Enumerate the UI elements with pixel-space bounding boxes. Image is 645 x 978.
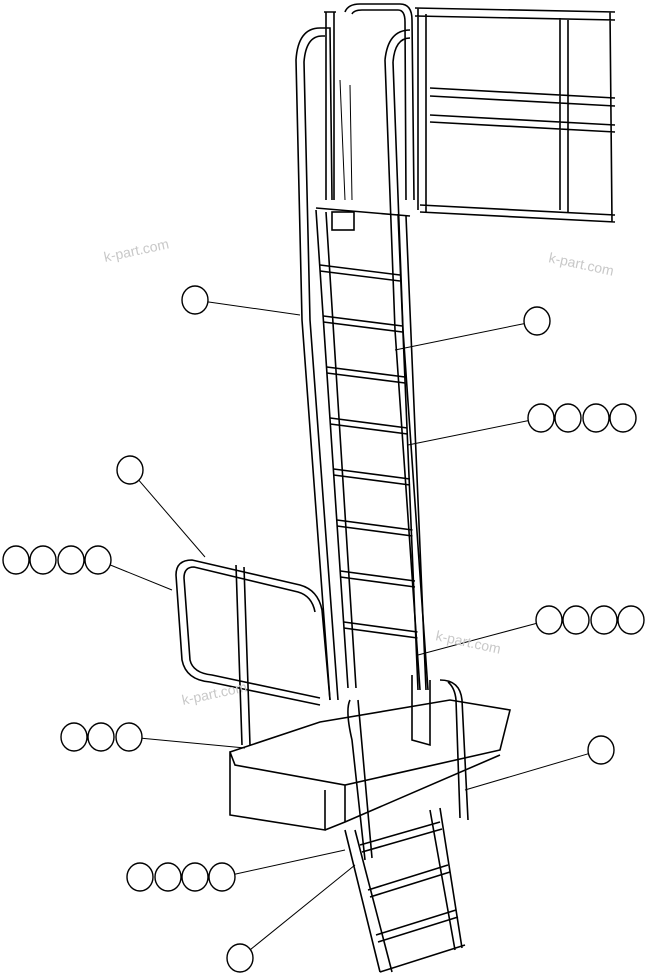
callout-balloon	[126, 862, 154, 892]
callout-balloon	[181, 862, 209, 892]
callout-balloon-group	[464, 735, 615, 791]
callout-balloon-group	[2, 545, 173, 591]
leader-line	[249, 864, 356, 951]
leader-line	[234, 849, 346, 875]
leader-line	[464, 753, 589, 791]
callout-balloon-group	[417, 605, 645, 656]
callout-balloon-group	[181, 285, 301, 316]
fixed-ladder	[315, 207, 427, 691]
callout-balloon	[617, 605, 645, 635]
callout-balloon-group	[407, 403, 637, 446]
lower-step-ladder	[344, 807, 466, 973]
callout-balloon-group	[116, 455, 206, 558]
callout-balloon-group	[60, 722, 246, 752]
callouts	[2, 285, 645, 973]
ladder-rung	[323, 315, 403, 333]
watermark: k-part.com	[102, 236, 170, 265]
leader-line	[141, 737, 246, 749]
callout-balloon	[57, 545, 85, 575]
ladder-rung	[333, 468, 411, 486]
callout-balloon	[587, 735, 615, 765]
callout-balloon	[562, 605, 590, 635]
callout-balloon	[181, 285, 209, 315]
leader-line	[109, 564, 173, 591]
callout-balloon	[116, 455, 144, 485]
leader-line	[207, 301, 301, 316]
callout-balloon	[523, 306, 551, 336]
callout-balloon	[115, 722, 143, 752]
base-platform	[228, 675, 511, 861]
callout-balloon	[226, 943, 254, 973]
callout-balloon	[60, 722, 88, 752]
ladder-rung	[319, 264, 401, 282]
callout-balloon	[87, 722, 115, 752]
lower-gate-railing	[175, 559, 331, 746]
ladder-rung	[343, 621, 418, 639]
callout-balloon	[2, 545, 30, 575]
leader-line	[417, 622, 537, 656]
callout-balloon	[535, 605, 563, 635]
leader-line	[394, 323, 525, 351]
callout-balloon	[590, 605, 618, 635]
callout-balloon	[554, 403, 582, 433]
ladder-rung	[330, 417, 408, 435]
watermark: k-part.com	[547, 249, 615, 278]
leader-line	[407, 420, 529, 446]
ladder-cage-handrails	[295, 3, 429, 701]
ladder-rung	[340, 570, 416, 588]
ladder-rung	[336, 519, 413, 537]
callout-balloon	[154, 862, 182, 892]
leader-line	[138, 479, 206, 558]
callout-balloon-group	[226, 864, 356, 973]
callout-balloon	[84, 545, 112, 575]
callout-balloon-group	[126, 849, 346, 892]
callout-balloon	[29, 545, 57, 575]
ladder-rung	[326, 366, 406, 384]
watermark: k-part.com	[434, 627, 502, 656]
callout-balloon	[527, 403, 555, 433]
upper-platform-railing	[414, 7, 616, 223]
callout-balloon	[208, 862, 236, 892]
callout-balloon	[609, 403, 637, 433]
callout-balloon-group	[394, 306, 551, 351]
callout-balloon	[582, 403, 610, 433]
